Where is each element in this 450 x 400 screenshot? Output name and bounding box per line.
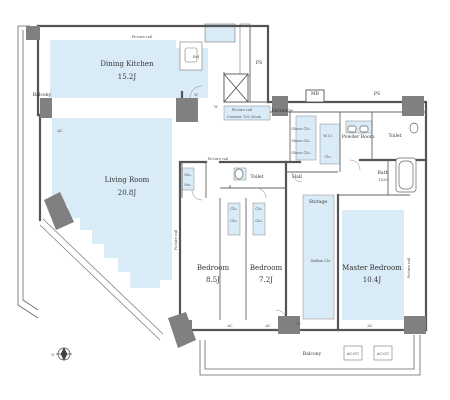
clo-label: Clo. bbox=[324, 155, 331, 159]
b-label: B bbox=[229, 185, 232, 189]
doors bbox=[189, 85, 361, 321]
balcony-west-label: Balcony bbox=[33, 92, 52, 98]
picture-rail-master: Picture rail bbox=[407, 257, 411, 278]
storage-name: Storage bbox=[309, 199, 328, 205]
kitchen-fixtures bbox=[179, 23, 251, 77]
walls-thin bbox=[181, 26, 426, 320]
fd-label: FD bbox=[295, 322, 300, 326]
toilet-1-name: Toilet bbox=[389, 133, 402, 139]
sto-label: Sto. bbox=[184, 173, 191, 177]
structural-columns bbox=[26, 26, 426, 348]
wic-label: W.I.C bbox=[323, 134, 333, 138]
mb-label: MB bbox=[311, 91, 320, 97]
bedroom-2-size: 7.2J bbox=[259, 276, 273, 284]
ac-3: AC bbox=[366, 324, 373, 328]
ps-right-label: PS bbox=[374, 91, 380, 97]
walkin-closet-name: Walkin Clo. bbox=[311, 259, 332, 263]
shoes-clo-2: Shoes Clo. bbox=[291, 139, 310, 143]
clo-b3: Clo. bbox=[255, 207, 262, 211]
picture-rail-hall: Picture rail bbox=[208, 157, 229, 161]
sto-2-label: Sto. bbox=[184, 183, 191, 187]
w-label: W bbox=[214, 105, 218, 109]
balcony-diagonal bbox=[39, 218, 164, 341]
dining-kitchen-floor bbox=[50, 40, 208, 98]
dining-kitchen-name: Dining Kitchen bbox=[100, 60, 154, 68]
bath-name: Bath bbox=[378, 170, 389, 176]
picture-rail-entrance: Picture rail bbox=[232, 108, 253, 112]
shafts bbox=[223, 73, 325, 103]
bedroom-1-name: Bedroom bbox=[197, 264, 230, 272]
toilet-2-name: Toilet bbox=[251, 174, 264, 180]
shoes-clo-1: Shoes Clo. bbox=[291, 127, 310, 131]
bath-size: 1620 bbox=[378, 178, 388, 182]
bath-fixtures bbox=[234, 122, 419, 193]
ac-out-2: AC-OU bbox=[376, 352, 390, 356]
balcony-west bbox=[17, 25, 39, 319]
dining-kitchen-size: 15.2J bbox=[118, 73, 137, 81]
north-compass bbox=[56, 347, 72, 361]
shoes-clo-3: Shoes Clo. bbox=[291, 151, 310, 155]
clo-b2: Clo. bbox=[230, 219, 237, 223]
counter-label: Counter 150 30cm bbox=[227, 115, 262, 119]
closets-fill bbox=[181, 105, 373, 320]
clo-b4: Clo. bbox=[255, 219, 262, 223]
picture-rail-top: Picture rail bbox=[132, 35, 153, 39]
living-room-floor bbox=[52, 118, 172, 288]
master-bedroom-floor bbox=[342, 210, 404, 320]
bedroom-2-name: Bedroom bbox=[250, 264, 283, 272]
balcony-south bbox=[199, 335, 421, 376]
hall-name: Hall bbox=[292, 174, 302, 180]
ac-4: AC bbox=[56, 129, 63, 133]
ac-outdoor-units bbox=[343, 345, 393, 361]
master-bedroom-name: Master Bedroom bbox=[342, 264, 402, 272]
entrance-name: Entrance bbox=[271, 108, 293, 114]
w2-label: W bbox=[194, 93, 198, 97]
ref-label: Ref bbox=[193, 55, 200, 59]
compass-n-label: N bbox=[51, 353, 54, 357]
powder-room-name: Powder Room bbox=[342, 134, 375, 140]
master-bedroom-size: 10.4J bbox=[363, 276, 382, 284]
ac-out-1: AC-OU bbox=[346, 352, 360, 356]
living-room-name: Living Room bbox=[105, 176, 150, 184]
picture-rail-bed: Picture rail bbox=[174, 229, 178, 250]
ac-2: AC bbox=[264, 324, 271, 328]
ac-1: AC bbox=[226, 324, 233, 328]
bedroom-1-size: 8.5J bbox=[206, 276, 220, 284]
clo-b1: Clo. bbox=[230, 207, 237, 211]
living-room-size: 20.8J bbox=[118, 189, 137, 197]
ps-top-label: PS bbox=[256, 60, 262, 66]
balcony-south-label: Balcony bbox=[303, 351, 322, 357]
